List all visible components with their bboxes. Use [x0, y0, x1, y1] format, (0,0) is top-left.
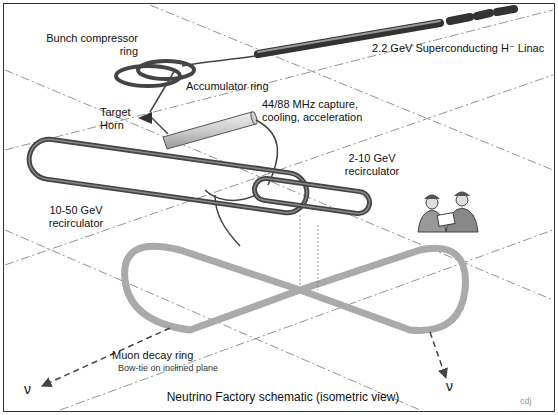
support-lines	[300, 215, 318, 290]
beam-line	[152, 118, 168, 134]
section-label: 44/88 MHz capture, cooling, acceleration	[262, 98, 382, 123]
ring-label: 2-10 GeV recirculator	[336, 152, 408, 177]
target-label: Target Horn	[100, 106, 138, 131]
muon-decay-ring	[125, 246, 466, 330]
neutrino-beams	[42, 328, 446, 386]
linac	[182, 9, 514, 66]
ring-label: 10-50 GeV recirculator	[40, 204, 112, 229]
signature: cdj	[520, 396, 532, 406]
ring-note: Bow-tie on inclined plane	[118, 363, 218, 373]
neutrino-symbol: ν	[24, 381, 31, 397]
transfer-lines	[205, 120, 277, 246]
ring-label: Bunch compressor ring	[38, 32, 138, 57]
neutrino-symbol: ν	[446, 378, 453, 394]
beam-line	[150, 70, 175, 112]
ring-label: Muon decay ring	[112, 349, 193, 362]
caption: Neutrino Factory schematic (isometric vi…	[4, 391, 558, 405]
linac-label: 2.2 GeV Superconducting H⁻ Linac	[372, 42, 544, 55]
recirculator-small	[253, 177, 371, 215]
ring-label: Accumulator ring	[186, 80, 269, 93]
frame	[4, 4, 555, 412]
accumulator-rings	[116, 61, 194, 86]
capture-cylinder	[163, 111, 258, 149]
target-horn	[138, 112, 152, 124]
people-figures	[418, 192, 478, 233]
recirculator-large	[27, 137, 310, 216]
guide-lines	[5, 5, 553, 410]
